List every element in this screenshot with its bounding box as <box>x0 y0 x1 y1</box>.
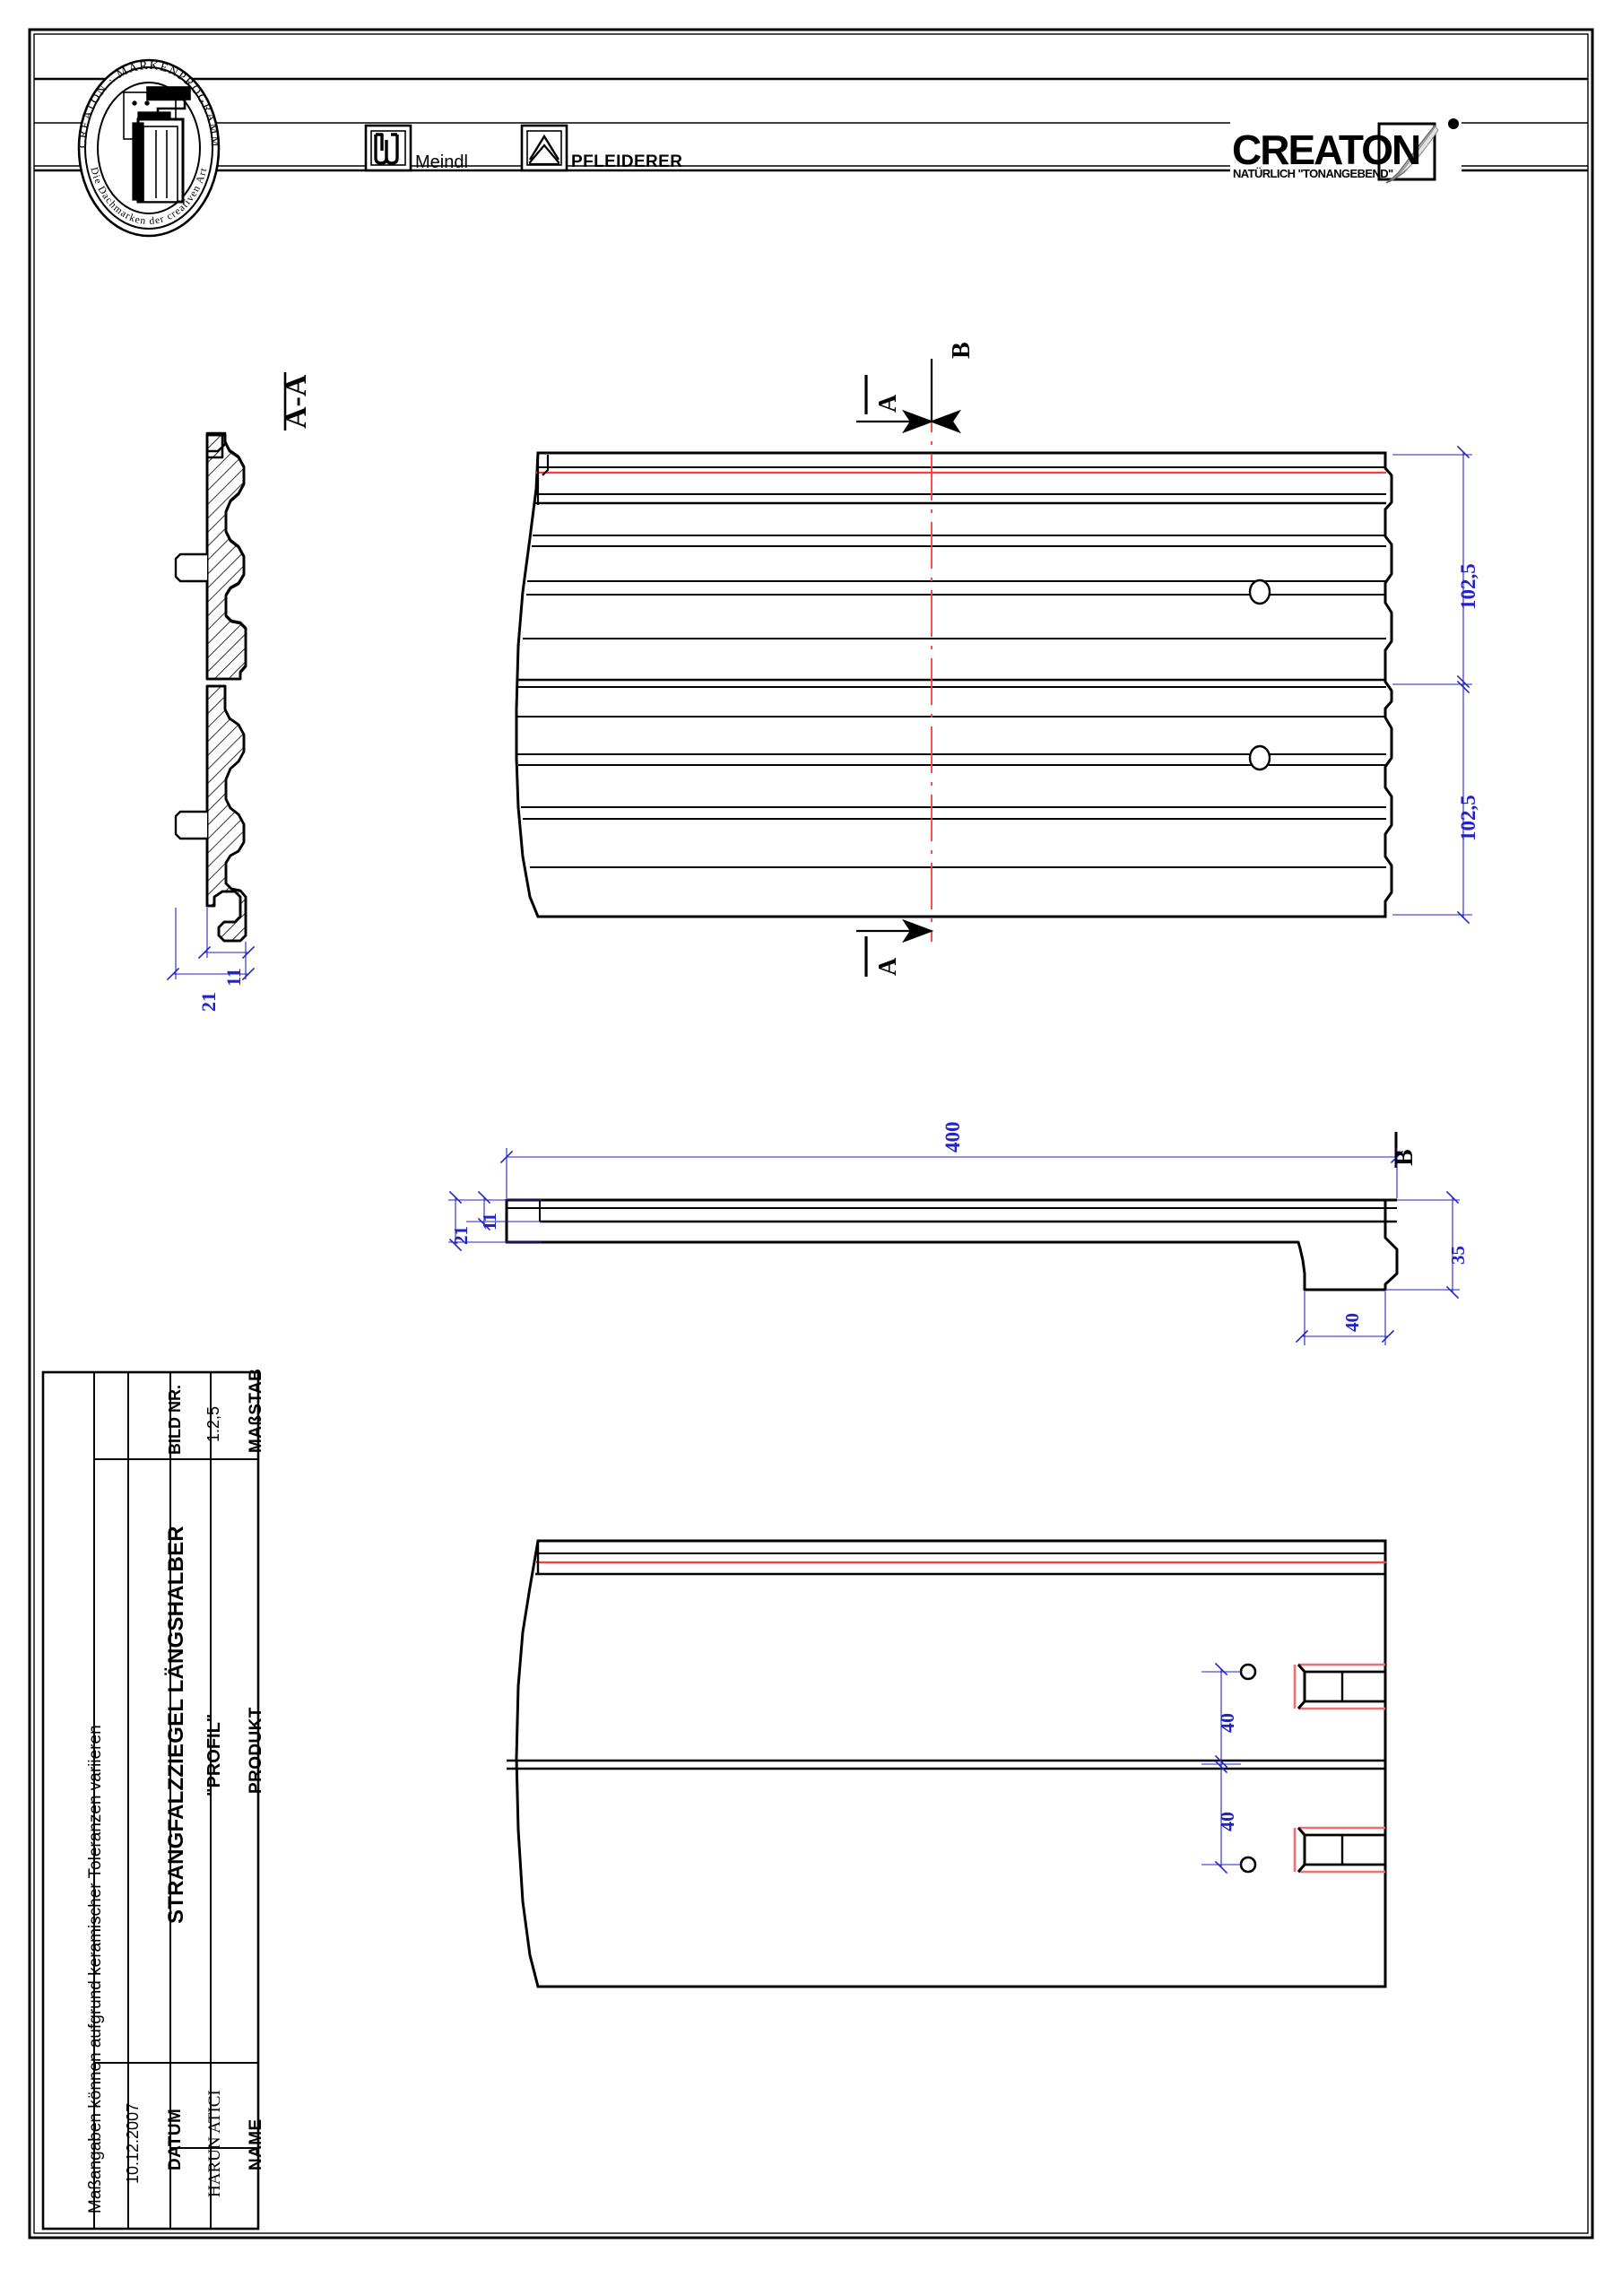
creaton-tagline: NATÜRLICH "TONANGEBEND" <box>1233 167 1393 180</box>
section-marker-a-bottom: A <box>874 957 902 976</box>
section-marker-a-top: A <box>874 394 902 413</box>
dim-40-upper-nib: 40 <box>1216 1713 1238 1733</box>
dim-400-length: 400 <box>941 1121 964 1153</box>
title-bildnr-header: BILD NR. <box>166 1385 184 1455</box>
section-label-b: B <box>1391 1149 1418 1166</box>
section-marker-b-top: B <box>948 342 976 359</box>
view-section-aa <box>166 372 287 981</box>
creaton-wordmark: CREATON <box>1232 126 1421 173</box>
dim-11-section-aa: 11 <box>222 968 245 987</box>
title-produkt-description: STRANGFALZZIEGEL LÄNGSHALBER <box>164 1526 188 1924</box>
pfleiderer-label: PFLEIDERER <box>571 152 683 171</box>
title-produkt-name: "PROFIL" <box>204 1713 224 1796</box>
section-label-aa: A-A <box>280 374 313 429</box>
title-datum-value: 10.12.2007 <box>124 2102 142 2184</box>
title-tolerance-note: Maßangaben können aufgrund keramischer T… <box>86 1725 105 2213</box>
view-bottom-plan <box>507 1539 1387 1988</box>
title-massstab-value: 1:2,5 <box>204 1405 222 1442</box>
nib-detail-upper <box>1293 1663 1385 1710</box>
title-massstab-header: MAßSTAB <box>247 1368 265 1453</box>
title-block-grid <box>41 1370 260 2231</box>
dim-40-lower-nib: 40 <box>1216 1812 1238 1831</box>
title-name-value: HARUN ATICI <box>205 2090 224 2197</box>
view-section-bb <box>448 1132 1460 1345</box>
title-produkt-header: PRODUKT <box>247 1707 265 1794</box>
meindl-logo <box>364 124 412 172</box>
dim-35-height: 35 <box>1447 1246 1469 1265</box>
title-datum-header: DATUM <box>166 2108 185 2170</box>
creaton-logo <box>1230 117 1462 184</box>
nib-detail-lower <box>1293 1826 1385 1874</box>
view-top-plan <box>515 359 1472 977</box>
meindl-label: Meindl <box>415 152 468 172</box>
dim-40-nib-width: 40 <box>1341 1313 1363 1332</box>
dim-21-section-bb: 21 <box>450 1226 472 1245</box>
title-name-header: NAME <box>247 2118 265 2170</box>
dim-102-5-lower: 102,5 <box>1457 795 1479 841</box>
pfleiderer-logo <box>520 124 568 172</box>
dim-11-section-bb: 11 <box>479 1213 500 1231</box>
creaton-markenprogramm-seal: CREATON · MARKENPROGRAMM Die Dachmarken … <box>75 58 221 238</box>
dim-102-5-upper: 102,5 <box>1457 563 1479 610</box>
dim-21-section-aa: 21 <box>197 992 220 1012</box>
